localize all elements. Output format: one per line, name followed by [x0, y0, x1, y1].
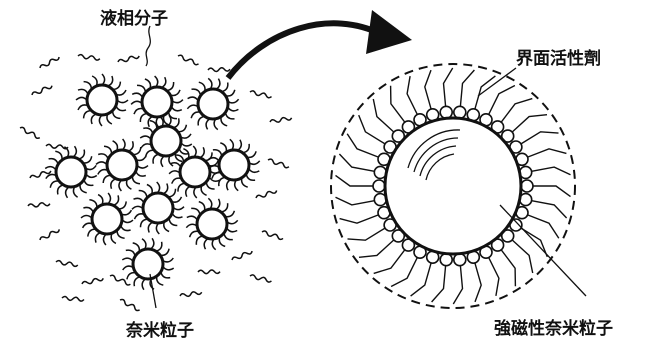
- surfactant-molecule: [480, 246, 499, 296]
- liquid-molecule: [250, 90, 272, 98]
- surfactant-molecule: [480, 86, 515, 126]
- nanoparticle: [81, 193, 133, 245]
- nanoparticle: [169, 146, 221, 198]
- surfactant-molecule: [425, 70, 439, 121]
- nanoparticle: [45, 146, 97, 198]
- liquid-molecule: [261, 230, 283, 240]
- liquid-molecule: [119, 298, 140, 311]
- surfactant-molecule: [502, 230, 533, 273]
- surfactant-molecule: [440, 68, 453, 118]
- surfactant-molecule: [516, 207, 559, 239]
- nanoparticle: [186, 198, 237, 249]
- label-nanoparticle: 奈米粒子: [125, 320, 194, 341]
- liquid-molecule: [270, 116, 292, 124]
- liquid-molecule: [19, 126, 40, 139]
- label-liquid-molecule: 液相分子: [100, 8, 168, 29]
- liquid-molecule: [231, 249, 253, 261]
- surfactant-molecule: [492, 239, 516, 286]
- surfactant-molecule: [359, 115, 396, 153]
- surfactant-molecule: [516, 149, 566, 166]
- surfactant-molecule: [340, 207, 390, 224]
- nanoparticle: [76, 74, 128, 126]
- liquid-molecule: [31, 84, 52, 96]
- surfactant-molecule: [467, 76, 495, 121]
- nanoparticle-cluster: [19, 54, 292, 311]
- label-surfactant: 界面活性劑: [516, 48, 601, 69]
- nanoparticle: [132, 182, 184, 234]
- surfactant-molecule: [391, 246, 426, 286]
- transition-arrow: [228, 10, 412, 78]
- nanoparticle: [187, 78, 238, 129]
- liquid-molecule: [198, 270, 220, 274]
- liquid-molecule: [118, 54, 140, 63]
- liquid-molecule: [56, 260, 78, 267]
- label-strong-magnetic-nanoparticle: 強磁性奈米粒子: [494, 318, 613, 339]
- surfactant-molecule: [453, 254, 466, 304]
- surfactant-molecule: [502, 115, 547, 142]
- liquid-molecule: [82, 277, 104, 286]
- liquid-molecule: [208, 67, 230, 71]
- liquid-molecule: [62, 296, 84, 301]
- surfactant-molecule: [510, 219, 547, 257]
- liquid-molecule: [267, 158, 289, 168]
- surfactant-molecule: [391, 86, 415, 133]
- magnetic-nanoparticle-leader: [500, 205, 586, 296]
- liquid-molecule: [177, 54, 199, 65]
- liquid-molecule: [255, 189, 277, 200]
- liquid-molecule: [78, 54, 100, 60]
- liquid-molecule: [28, 202, 50, 208]
- nanoparticle: [96, 139, 148, 191]
- surfactant-molecule: [374, 239, 415, 273]
- surfactant-molecule: [373, 99, 404, 142]
- liquid-molecule: [29, 169, 51, 179]
- surfactant-molecule: [520, 166, 571, 178]
- nanoparticle: [131, 76, 183, 128]
- surfactant-molecule: [492, 99, 533, 133]
- liquid-molecule: [39, 228, 60, 242]
- surfactant-molecule: [359, 230, 404, 257]
- surfactant-molecule: [411, 251, 439, 296]
- nanoparticle: [122, 238, 173, 289]
- surfactant-molecule: [347, 134, 390, 166]
- liquid-molecule: [250, 274, 272, 282]
- surfactant-molecule: [336, 194, 387, 206]
- surfactant-molecule: [407, 76, 426, 126]
- liquid-molecule: [39, 55, 60, 69]
- liquid-molecule: [180, 290, 202, 297]
- surfactant-molecule: [467, 251, 481, 302]
- liquid-molecule-leader: [146, 26, 150, 66]
- coated-magnetic-nanoparticle: [331, 64, 575, 308]
